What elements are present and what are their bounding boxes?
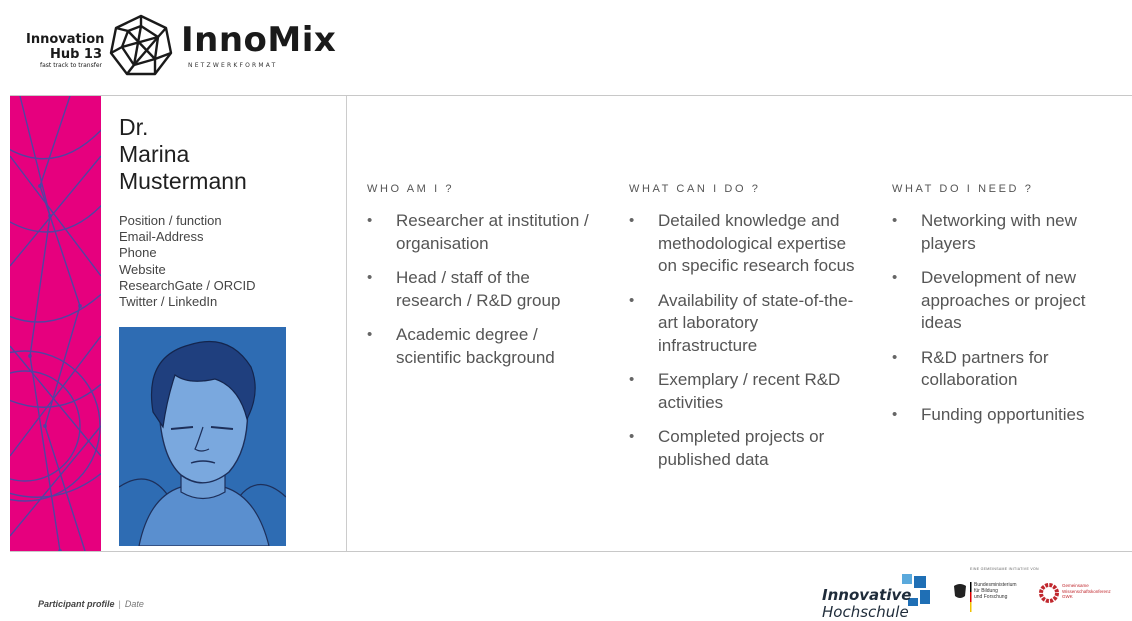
what-do-i-need-column: WHAT DO I NEED ? Networking with new pla… xyxy=(892,183,1122,438)
researchgate-orcid-field: ResearchGate / ORCID xyxy=(119,277,256,293)
list-item: Development of new approaches or project… xyxy=(892,267,1122,335)
ih-line2: Hochschule xyxy=(822,603,909,621)
who-am-i-column: WHO AM I ? Researcher at institution / o… xyxy=(367,183,597,381)
hub-logo-line1: Innovation xyxy=(26,32,105,47)
list-item: Detailed knowledge and methodological ex… xyxy=(629,210,859,278)
ih-line1: Innovative xyxy=(822,586,912,604)
website-field: Website xyxy=(119,261,166,277)
gwk-text: Gemeinsame Wissenschaftskonferenz GWK xyxy=(1062,583,1111,600)
pink-pattern-strip xyxy=(10,96,101,551)
list-item: Availability of state-of-the-art laborat… xyxy=(629,290,859,358)
gwk-logo xyxy=(1039,583,1059,603)
bmbf-line: und Forschung xyxy=(974,594,1008,600)
list-item: Exemplary / recent R&D activities xyxy=(629,369,859,414)
bmbf-line: für Bildung xyxy=(974,588,998,594)
top-divider xyxy=(10,95,1132,96)
what-do-i-need-heading: WHAT DO I NEED ? xyxy=(892,183,1034,195)
name-line: Dr. xyxy=(119,114,149,140)
contact-details: Position / function Email-Address Phone … xyxy=(119,213,339,310)
name-line: Marina xyxy=(119,141,190,167)
who-am-i-heading: WHO AM I ? xyxy=(367,183,455,195)
gwk-line: Gemeinsame xyxy=(1062,583,1089,588)
innomix-title: InnoMix xyxy=(181,20,337,60)
footer-label: Participant profile|Date xyxy=(38,599,144,609)
twitter-linkedin-field: Twitter / LinkedIn xyxy=(119,294,218,310)
innovative-hochschule-text: Innovative Hochschule xyxy=(822,587,911,621)
hub-logo-line2: Hub 13 xyxy=(49,47,102,62)
list-item: Networking with new players xyxy=(892,210,1122,255)
footer-title: Participant profile xyxy=(38,599,115,609)
phone-field: Phone xyxy=(119,245,157,261)
list-item: R&D partners for collaboration xyxy=(892,347,1122,392)
list-item: Completed projects or published data xyxy=(629,426,859,471)
hub-logo-tagline: fast track to transfer xyxy=(40,62,102,69)
gwk-line: Wissenschaftskonferenz xyxy=(1062,588,1111,594)
initiative-tag: EINE GEMEINSAME INITIATIVE VON xyxy=(970,567,1039,571)
name-line: Mustermann xyxy=(119,168,247,194)
participant-name: Dr. Marina Mustermann xyxy=(119,114,329,195)
vertical-divider xyxy=(346,96,347,551)
list-item: Researcher at institution / organisation xyxy=(367,210,597,255)
bottom-divider xyxy=(10,551,1132,552)
innomix-subtitle: NETZWERKFORMAT xyxy=(188,62,278,69)
gwk-line: GWK xyxy=(1062,594,1073,599)
footer-separator: | xyxy=(118,599,121,609)
bmbf-text: Bundesministerium für Bildung und Forsch… xyxy=(974,582,1017,600)
innovative-hochschule-logo xyxy=(902,574,930,606)
list-item: Academic degree / scientific background xyxy=(367,324,597,369)
footer-date: Date xyxy=(124,599,144,609)
bmbf-line: Bundesministerium xyxy=(974,582,1017,588)
portrait-image xyxy=(119,327,286,546)
list-item: Head / staff of the research / R&D group xyxy=(367,267,597,312)
geodesic-polyhedron-icon xyxy=(109,14,173,76)
what-can-i-do-column: WHAT CAN I DO ? Detailed knowledge and m… xyxy=(629,183,859,483)
email-field: Email-Address xyxy=(119,229,204,245)
bmbf-eagle-logo xyxy=(954,582,972,612)
position-field: Position / function xyxy=(119,213,222,228)
list-item: Funding opportunities xyxy=(892,404,1122,427)
innovation-hub-logo: Innovation Hub 13 fast track to transfer xyxy=(26,32,105,70)
what-can-i-do-heading: WHAT CAN I DO ? xyxy=(629,183,761,195)
